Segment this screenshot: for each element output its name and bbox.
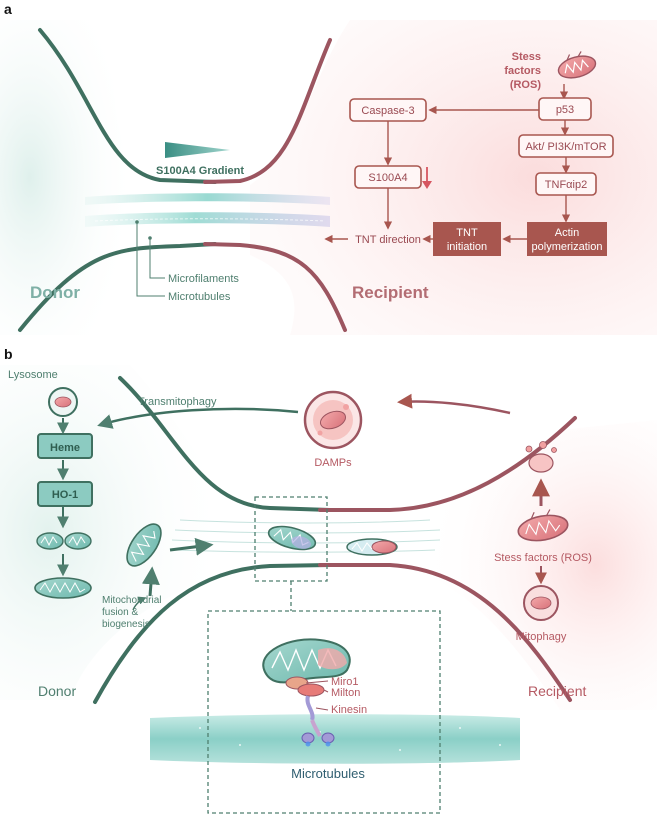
- recipient-label-a: Recipient: [352, 283, 429, 302]
- milton-label: Milton: [331, 687, 360, 699]
- caspase3-label: Caspase-3: [361, 105, 414, 117]
- fusion-line1: Mitochondrial: [102, 595, 161, 606]
- microfilaments-pointer: [149, 238, 165, 279]
- s100a4-gradient-triangle: [165, 142, 230, 158]
- actin-line2: polymerization: [532, 241, 603, 253]
- heme-box: [37, 433, 93, 459]
- panel-a-label: a: [4, 1, 12, 17]
- donor-membrane-bottom: [18, 242, 217, 332]
- microtubules-track: [150, 714, 520, 764]
- milton-icon: [297, 683, 325, 697]
- microtubules-label: Microtubules: [168, 291, 231, 303]
- recipient-membrane-bottom: [203, 242, 347, 332]
- microtubules-pointer-dot: [135, 220, 139, 224]
- kinesin-label: Kinesin: [331, 704, 367, 716]
- donor-label-a: Donor: [30, 283, 80, 302]
- microfilaments-pointer-dot: [148, 236, 152, 240]
- lysosome-label: Lysosome: [8, 369, 58, 381]
- ho1-box: [37, 481, 93, 507]
- kinesin-pointer: [315, 707, 329, 711]
- tnt-initiation-line2: initiation: [447, 241, 487, 253]
- fused-mitochondrion-icon: [34, 577, 92, 599]
- mitophagy-icon: [523, 585, 559, 621]
- mitochondria-pair-icon: [36, 532, 92, 550]
- recipient-membrane-top-b: [318, 416, 577, 512]
- damps-icon: [303, 390, 363, 450]
- donor-membrane-bottom-b: [93, 563, 332, 704]
- actin-polymerization-box: [527, 222, 607, 256]
- arrow-biogenesis-up: [141, 566, 160, 597]
- recipient-damaged-mitochondrion-icon: [517, 509, 569, 542]
- donor-cell-background-b: [0, 365, 240, 700]
- panel-b-label: b: [4, 346, 13, 362]
- miro1-label: Miro1: [331, 676, 359, 688]
- microfilaments-label: Microfilaments: [168, 273, 239, 285]
- fusion-line2: fusion &: [102, 607, 138, 618]
- s100a4-gradient-label: S100A4 Gradient: [156, 165, 244, 177]
- s100a4-label: S100A4: [368, 172, 407, 184]
- fragmented-mitochondria-icon: [525, 441, 557, 473]
- damaged-mitochondrion-icon: [557, 51, 597, 79]
- donor-cell-background-a: [0, 20, 150, 335]
- ho1-label: HO-1: [52, 489, 78, 501]
- recipient-membrane-bottom-b: [318, 563, 572, 702]
- actin-line1: Actin: [555, 227, 579, 239]
- recipient-tnt-mitochondrion-icon: [346, 538, 398, 556]
- stress-factors-label-b: Stess factors (ROS): [494, 552, 592, 564]
- recipient-label-b: Recipient: [528, 683, 586, 699]
- stress-factors-line1: Stess: [512, 51, 541, 63]
- fusion-line3: biogenesis: [102, 619, 150, 630]
- tnt-initiation-line1: TNT: [456, 227, 478, 239]
- stress-factors-line3: (ROS): [510, 79, 542, 91]
- lysosome-icon: [48, 387, 78, 417]
- tnt-initiation-box: [433, 222, 501, 256]
- tnfaip2-label: TNFαip2: [545, 179, 587, 191]
- stress-factors-line2: factors: [504, 65, 541, 77]
- zoom-detail-box: [207, 610, 441, 814]
- donor-membrane-top-b: [118, 376, 332, 512]
- microfilaments-band: [85, 193, 330, 205]
- donor-membrane-top: [38, 28, 217, 184]
- microtubules-band: [85, 212, 330, 227]
- akt-label: Akt/ PI3K/mTOR: [525, 141, 606, 153]
- tnt-direction-label: TNT direction: [355, 234, 421, 246]
- microtubules-label-b: Microtubules: [291, 766, 365, 781]
- microtubules-pointer: [136, 222, 165, 297]
- panel-b: b Transmitophagy DAMPs Lysoso: [0, 346, 657, 814]
- transmitophagy-label: Transmitophagy: [138, 396, 217, 408]
- p53-label: p53: [556, 104, 574, 116]
- donor-label-b: Donor: [38, 683, 76, 699]
- tnt-mitochondrion-icon: [267, 525, 317, 551]
- mitophagy-label: Mitophagy: [516, 631, 567, 643]
- recipient-membrane-top: [203, 38, 332, 184]
- arrow-donor-mito-to-tnt: [169, 537, 214, 556]
- s100a4-down-arrow-icon: [422, 181, 432, 189]
- panel-a: a S100A4 Gradient Microfilaments Microtu…: [0, 1, 657, 335]
- recipient-to-damps-arrow: [397, 393, 511, 415]
- arrow-fusion-small: [132, 596, 147, 611]
- damps-label: DAMPs: [314, 457, 352, 469]
- transmitophagy-arrow: [97, 407, 299, 429]
- donor-mitochondrion-icon: [126, 523, 162, 567]
- miro1-pointer: [305, 680, 329, 684]
- heme-label: Heme: [50, 442, 80, 454]
- milton-pointer: [323, 689, 329, 693]
- microtubule-texture: [94, 218, 326, 222]
- kinesin-icon: [301, 695, 335, 747]
